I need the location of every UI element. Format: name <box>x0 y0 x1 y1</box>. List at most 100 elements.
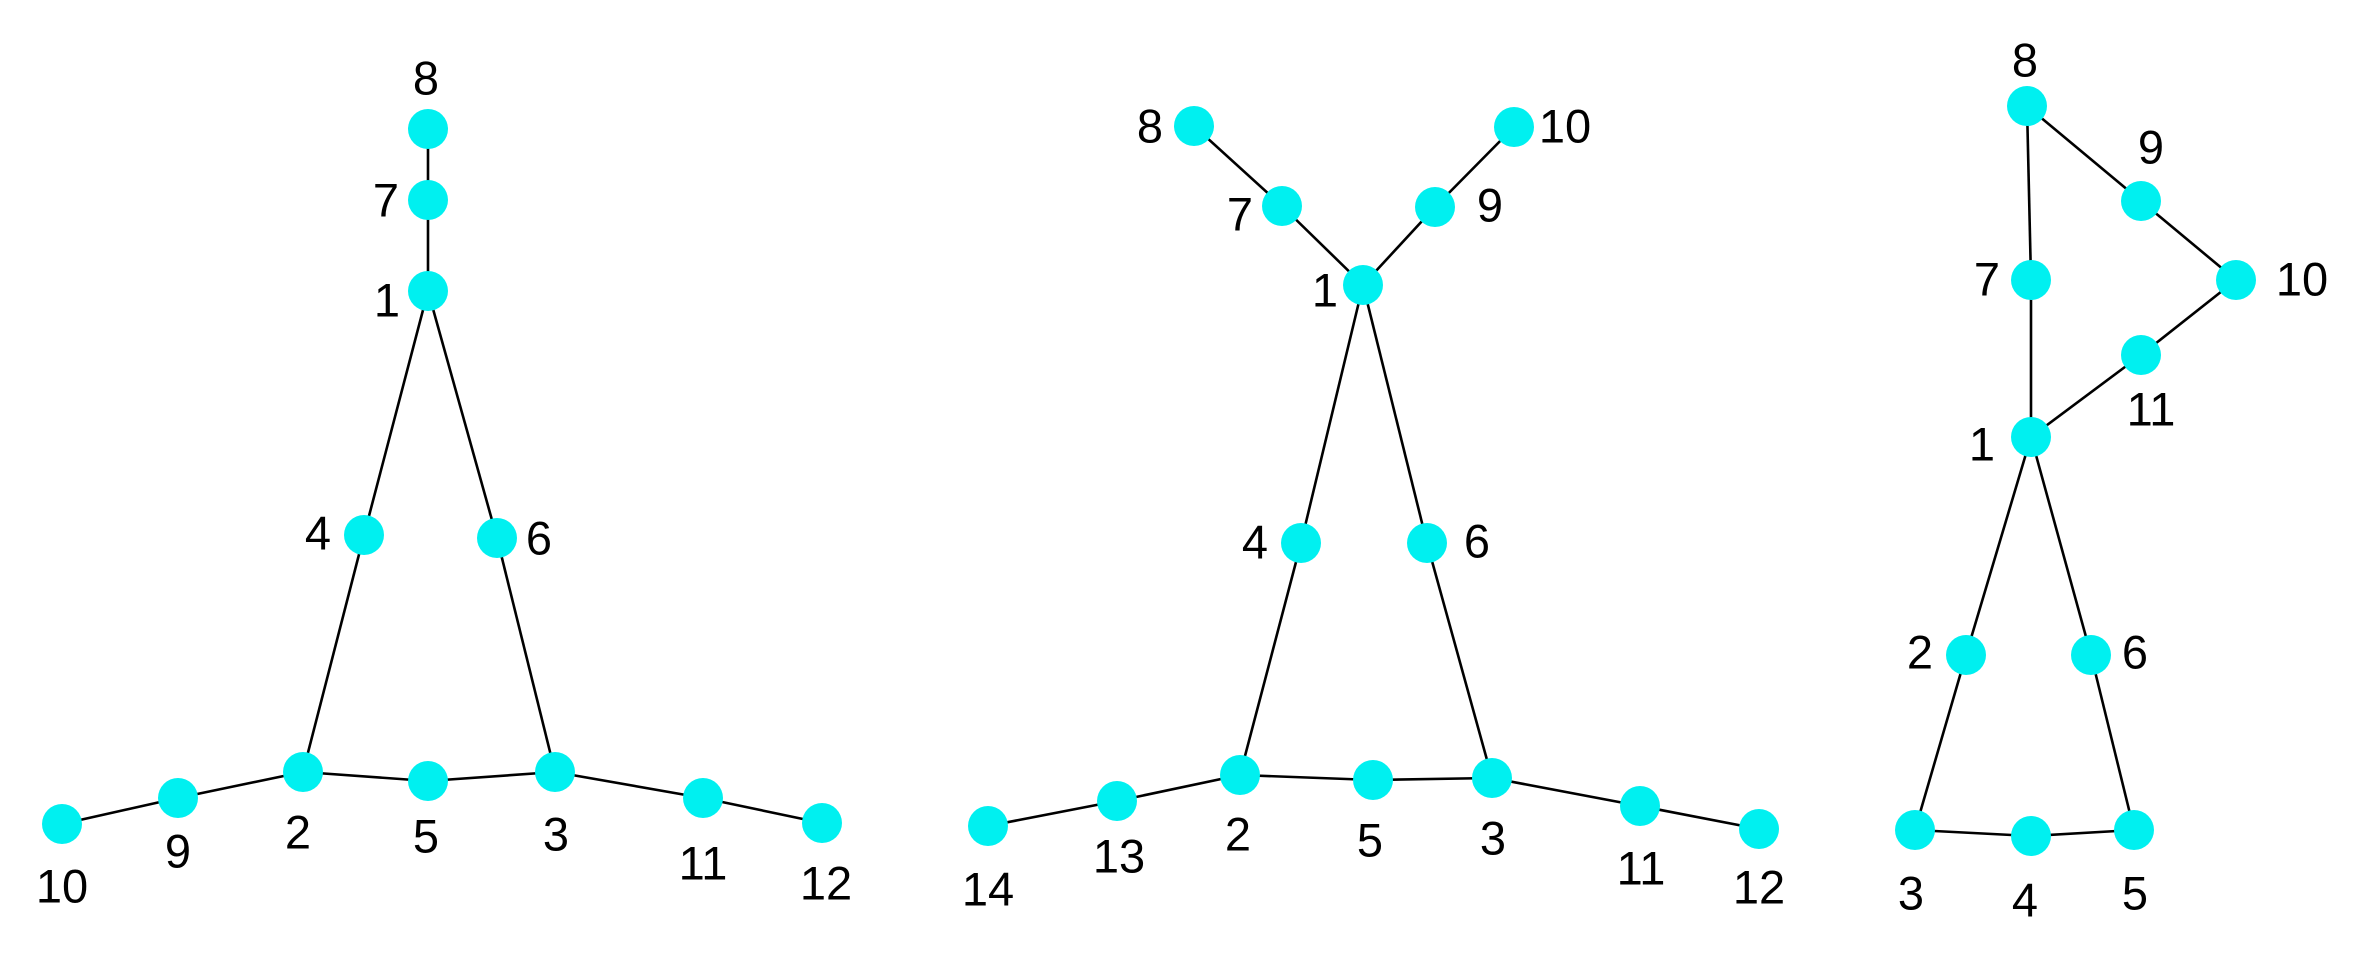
edge-2-9 <box>177 770 304 800</box>
node-5 <box>408 761 448 801</box>
node-7 <box>2011 260 2051 300</box>
edge-10-11 <box>2140 278 2237 357</box>
node-14 <box>968 806 1008 846</box>
edge-11-12 <box>702 796 823 825</box>
node-2 <box>1220 755 1260 795</box>
node-label-9: 9 <box>1477 179 1503 232</box>
edge-1-6 <box>2029 436 2093 656</box>
node-label-3: 3 <box>1898 867 1924 920</box>
node-label-8: 8 <box>1137 100 1163 153</box>
node-6 <box>2071 635 2111 675</box>
node-label-12: 12 <box>800 857 852 910</box>
node-label-1: 1 <box>1969 418 1995 471</box>
edge-2-3 <box>1913 654 1968 831</box>
node-5 <box>1353 760 1393 800</box>
node-4 <box>2011 816 2051 856</box>
node-label-6: 6 <box>2122 626 2148 679</box>
node-label-10: 10 <box>2276 253 2328 306</box>
node-10 <box>2216 260 2256 300</box>
node-label-12: 12 <box>1733 861 1785 914</box>
node-9 <box>158 778 198 818</box>
node-6 <box>1407 523 1447 563</box>
node-label-9: 9 <box>2138 121 2164 174</box>
node-3 <box>1895 810 1935 850</box>
node-1 <box>1343 265 1383 305</box>
edge-1-4 <box>1299 284 1365 544</box>
edge-2-13 <box>1116 773 1241 803</box>
node-7 <box>1262 186 1302 226</box>
node-11 <box>2121 335 2161 375</box>
edge-4-2 <box>301 534 366 773</box>
edge-1-2 <box>1964 436 2033 656</box>
node-label-2: 2 <box>1907 626 1933 679</box>
edge-1-6 <box>1361 284 1429 544</box>
edge-8-7 <box>2025 105 2033 281</box>
node-label-8: 8 <box>413 52 439 105</box>
node-label-11: 11 <box>2127 383 2176 436</box>
edge-2-5 <box>302 770 429 783</box>
node-4 <box>344 515 384 555</box>
node-label-7: 7 <box>1227 188 1253 241</box>
node-3 <box>1472 758 1512 798</box>
node-10 <box>1494 107 1534 147</box>
node-label-1: 1 <box>374 274 400 327</box>
edge-6-3 <box>1425 542 1494 779</box>
edge-13-14 <box>987 799 1118 828</box>
node-label-5: 5 <box>2122 867 2148 920</box>
node-label-11: 11 <box>679 837 728 890</box>
node-label-11: 11 <box>1617 842 1666 895</box>
node-label-10: 10 <box>1539 100 1591 153</box>
node-label-5: 5 <box>413 810 439 863</box>
node-4 <box>1281 523 1321 563</box>
node-11 <box>1620 786 1660 826</box>
node-label-2: 2 <box>285 806 311 859</box>
node-label-10: 10 <box>36 860 88 913</box>
edge-1-6 <box>426 290 499 539</box>
node-label-1: 1 <box>1312 264 1338 317</box>
edge-11-1 <box>2030 353 2142 439</box>
node-1 <box>408 271 448 311</box>
node-2 <box>283 752 323 792</box>
node-12 <box>1739 809 1779 849</box>
edge-1-4 <box>362 290 430 536</box>
node-3 <box>535 752 575 792</box>
node-label-5: 5 <box>1357 814 1383 867</box>
edge-6-5 <box>2089 654 2136 831</box>
edge-5-3 <box>427 770 556 783</box>
node-label-4: 4 <box>2012 874 2038 927</box>
node-12 <box>802 803 842 843</box>
node-label-13: 13 <box>1093 830 1145 883</box>
node-5 <box>2114 810 2154 850</box>
edge-4-2 <box>1238 542 1303 776</box>
node-label-14: 14 <box>962 863 1014 916</box>
node-label-7: 7 <box>1974 253 2000 306</box>
node-9 <box>2121 181 2161 221</box>
edge-2-5 <box>1239 773 1374 782</box>
node-8 <box>1174 106 1214 146</box>
node-label-4: 4 <box>305 507 331 560</box>
node-label-7: 7 <box>373 174 399 227</box>
node-label-6: 6 <box>1464 515 1490 568</box>
edge-9-10 <box>2140 200 2237 281</box>
node-label-4: 4 <box>1242 516 1268 569</box>
node-10 <box>42 804 82 844</box>
node-13 <box>1097 781 1137 821</box>
edge-11-12 <box>1639 804 1760 831</box>
edge-6-3 <box>495 537 557 773</box>
node-1 <box>2011 417 2051 457</box>
node-8 <box>2007 86 2047 126</box>
node-7 <box>408 180 448 220</box>
edge-8-9 <box>2026 105 2142 202</box>
node-label-9: 9 <box>165 825 191 878</box>
node-11 <box>683 778 723 818</box>
node-label-6: 6 <box>526 512 552 565</box>
node-6 <box>477 518 517 558</box>
node-2 <box>1946 635 1986 675</box>
node-label-3: 3 <box>543 808 569 861</box>
node-8 <box>408 109 448 149</box>
edge-3-11 <box>554 770 704 800</box>
